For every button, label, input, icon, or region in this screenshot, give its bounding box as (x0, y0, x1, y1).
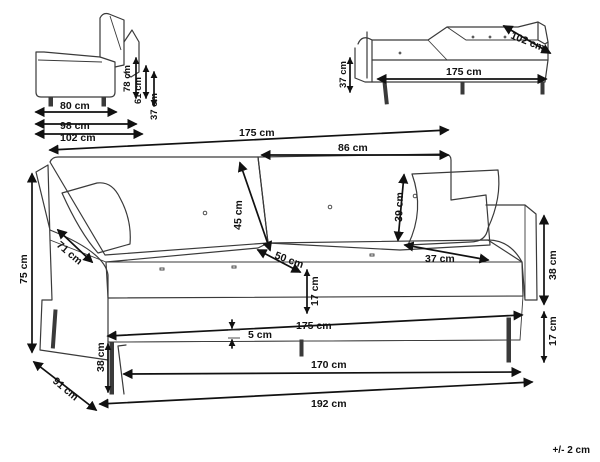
back-half-label: 86 cm (338, 142, 368, 154)
pillow-width-label: 37 cm (425, 253, 455, 265)
inner-width-label: 170 cm (311, 359, 347, 371)
main-dimensions: 175 cm 86 cm 45 cm 39 cm 37 cm 50 cm 17 … (18, 125, 559, 412)
side-view-sofa (35, 12, 140, 107)
button-tuft (202, 210, 208, 216)
side-depth-total-label: 98 cm (60, 120, 90, 132)
side-depth-bed-label: 102 cm (60, 132, 96, 144)
top-width-label: 175 cm (239, 127, 275, 139)
side-height-legs-label: 37 cm (149, 93, 160, 120)
seat-width-label: 175 cm (296, 320, 332, 332)
button-tuft (412, 193, 418, 199)
seat-front-label: 17 cm (309, 276, 321, 306)
arm-height-label: 38 cm (547, 250, 559, 280)
tolerance-note: +/- 2 cm (552, 445, 590, 456)
total-height-label: 75 cm (18, 254, 30, 284)
total-width-label: 192 cm (311, 398, 347, 410)
side-height-seat-label: 61 cm (133, 77, 144, 104)
arm-length-label: 71 cm (54, 239, 85, 267)
leg-height-right-label: 17 cm (547, 316, 559, 346)
front-left-leg (109, 341, 114, 395)
side-view-dimensions: 80 cm 98 cm 102 cm 78 cm 61 cm 37 cm (34, 57, 160, 144)
back-height-label: 45 cm (232, 200, 245, 230)
bed-depth-label: 102 cm (509, 30, 547, 54)
pillow-height-label: 39 cm (393, 192, 406, 222)
side-height-back-label: 78 cm (122, 65, 133, 92)
button-tuft (327, 204, 333, 210)
cushion-depth-label: 50 cm (273, 250, 305, 271)
depth-label: 91 cm (50, 375, 81, 403)
side-depth-seat-label: 80 cm (60, 100, 90, 112)
front-height-label: 38 cm (95, 342, 107, 372)
main-sofa-drawing (35, 153, 538, 395)
bed-width-label: 175 cm (446, 66, 482, 78)
seat-gap-label: 5 cm (248, 329, 272, 341)
bed-height-label: 37 cm (338, 61, 349, 88)
